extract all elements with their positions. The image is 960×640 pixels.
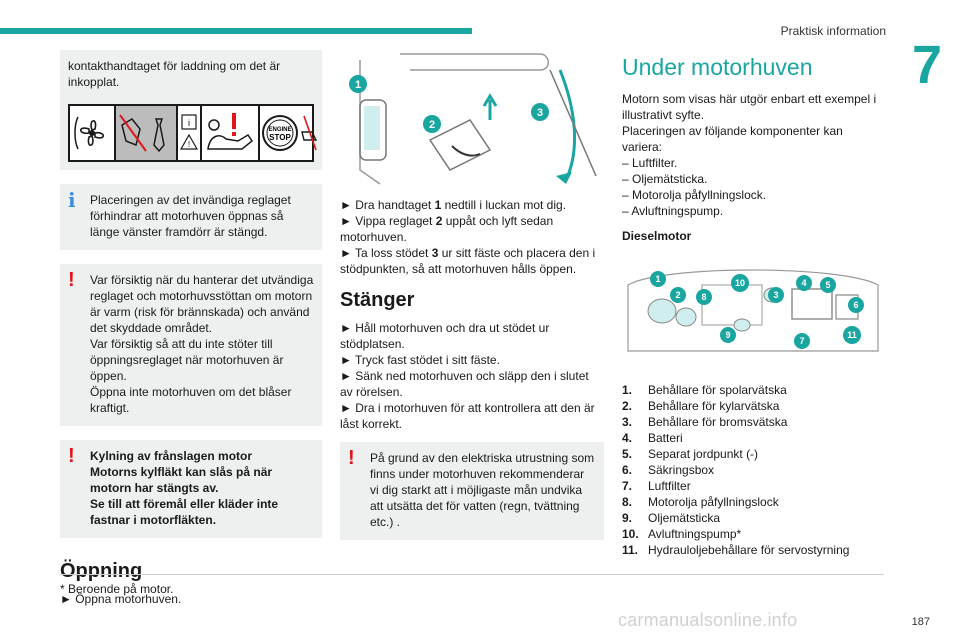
list-item: 3.Behållare för bromsvätska: [622, 415, 788, 429]
fan-warning-title: Kylning av frånslagen motor: [90, 449, 253, 463]
step-3: ► Ta loss stödet 3 ur sitt fäste och pla…: [340, 246, 596, 276]
component-list: 1.Behållare för spolarvätska 2.Behållare…: [622, 382, 884, 558]
column-3: Under motorhuven Motorn som visas här ut…: [622, 50, 884, 558]
svg-text:1: 1: [655, 274, 660, 284]
hot-engine-icon-cell: [202, 106, 260, 160]
watermark: carmanualsonline.info: [618, 610, 798, 630]
subheading-diesel: Dieselmotor: [622, 229, 692, 243]
close-step-2: ► Tryck fast stödet i sitt fäste.: [340, 353, 500, 367]
warning-box-fan: ! Kylning av frånslagen motor Motorns ky…: [60, 440, 322, 538]
warning-text-3: Öppna inte motorhuven om det blåser kraf…: [90, 385, 292, 415]
water-warning-text: På grund av den elektriska utrustning so…: [370, 451, 595, 529]
step-1: ► Dra handtaget 1 nedtill i luckan mot d…: [340, 198, 567, 212]
engine-stop-icon-cell: ENGINE STOP: [260, 106, 326, 160]
info-text: Placeringen av det invändiga reglaget fö…: [90, 193, 291, 239]
list-item: 10.Avluftningspump*: [622, 527, 742, 541]
list-item: 7.Luftfilter: [622, 479, 691, 493]
close-step-4: ► Dra i motorhuven för att kontrollera a…: [340, 401, 595, 431]
intro-1: Motorn som visas här utgör enbart ett ex…: [622, 92, 877, 122]
close-step-1: ► Håll motorhuven och dra ut stödet ur s…: [340, 321, 550, 351]
top-accent-bar: [0, 28, 472, 34]
svg-text:7: 7: [799, 336, 804, 346]
hand-tie-icon-cell: [116, 106, 178, 160]
opening-step: ► Öppna motorhuven.: [60, 592, 182, 606]
manual-warning-icon: i !: [179, 114, 199, 150]
page-number: 187: [911, 616, 930, 628]
heading-under-hood: Under motorhuven: [622, 54, 813, 80]
warning-text-1: Var försiktig när du hanterar det utvänd…: [90, 273, 314, 335]
warning-icon: !: [68, 445, 75, 467]
column-2: 1 2 3 ► Dra handtaget 1 nedtill i luckan…: [340, 50, 604, 540]
footnote: * Beroende på motor.: [60, 582, 174, 596]
warning-icon: !: [68, 269, 75, 291]
svg-text:3: 3: [537, 107, 543, 119]
svg-text:8: 8: [701, 292, 706, 302]
svg-text:6: 6: [853, 300, 858, 310]
hand-tie-icon: [119, 114, 165, 153]
fan-warning-text-1: Motorns kylfläkt kan slås på när motorn …: [90, 465, 273, 495]
dash-item-2: – Oljemätsticka.: [622, 172, 708, 186]
close-step-3: ► Sänk ned motorhuven och släpp den i sl…: [340, 369, 589, 399]
svg-text:2: 2: [429, 119, 435, 131]
engine-stop-icon: ENGINE STOP: [262, 115, 318, 151]
svg-text:9: 9: [725, 330, 730, 340]
dash-item-4: – Avluftningspump.: [622, 204, 724, 218]
list-item: 11.Hydrauloljebehållare för servostyrnin…: [622, 543, 850, 557]
intro-2: Placeringen av följande komponenter kan …: [622, 124, 843, 154]
heading-opening: Öppning: [60, 560, 143, 582]
list-item: 6.Säkringsbox: [622, 463, 715, 477]
safety-box: kontakthandtaget för laddning om det är …: [60, 50, 322, 170]
fan-icon: [74, 116, 105, 150]
hood-release-illustration: 1 2 3: [340, 50, 604, 186]
manual-icon-cell: i !: [178, 106, 202, 160]
warning-box-hot: ! Var försiktig när du hanterar det utvä…: [60, 264, 322, 426]
svg-text:3: 3: [773, 290, 778, 300]
list-item: 8.Motorolja påfyllningslock: [622, 495, 779, 509]
engine-bay-illustration: 1 2 3 4 5 6 7 8 9 10 11: [622, 255, 884, 355]
hot-engine-icon: [207, 113, 254, 150]
engine-stop-label-top: ENGINE: [268, 127, 291, 133]
intro-text: kontakthandtaget för laddning om det är …: [68, 59, 281, 89]
dash-item-3: – Motorolja påfyllningslock.: [622, 188, 767, 202]
water-warning-box: ! På grund av den elektriska utrustning …: [340, 442, 604, 540]
info-box: i Placeringen av det invändiga reglaget …: [60, 184, 322, 250]
list-item: 4.Batteri: [622, 431, 683, 445]
svg-text:4: 4: [801, 278, 806, 288]
svg-text:i: i: [188, 118, 190, 128]
column-1: kontakthandtaget för laddning om det är …: [60, 50, 322, 607]
heading-closing: Stänger: [340, 289, 415, 311]
svg-text:2: 2: [675, 290, 680, 300]
engine-stop-label-bottom: STOP: [269, 133, 291, 142]
footer-divider: [60, 574, 884, 575]
svg-text:1: 1: [355, 79, 361, 91]
svg-text:11: 11: [847, 330, 857, 340]
warning-pictograms: i ! ENGINE STOP: [68, 104, 318, 162]
svg-text:5: 5: [825, 280, 830, 290]
warning-text-2: Var försiktig så att du inte stöter till…: [90, 337, 284, 383]
step-2: ► Vippa reglaget 2 uppåt och lyft sedan …: [340, 214, 554, 244]
list-item: 2.Behållare för kylarvätska: [622, 399, 780, 413]
opening-steps: ► Dra handtaget 1 nedtill i luckan mot d…: [340, 197, 604, 277]
warning-icon: !: [348, 447, 355, 469]
list-item: 5.Separat jordpunkt (-): [622, 447, 759, 461]
fan-icon-cell: [70, 106, 116, 160]
info-icon: i: [68, 188, 76, 212]
header-title: Praktisk information: [780, 24, 886, 38]
svg-text:10: 10: [735, 278, 745, 288]
list-item: 9.Oljemätsticka: [622, 511, 721, 525]
chapter-number: 7: [911, 35, 942, 95]
list-item: 1.Behållare för spolarvätska: [622, 383, 787, 397]
fan-warning-text-2: Se till att föremål eller kläder inte fa…: [90, 497, 279, 527]
dash-item-1: – Luftfilter.: [622, 156, 678, 170]
svg-text:!: !: [188, 140, 190, 149]
